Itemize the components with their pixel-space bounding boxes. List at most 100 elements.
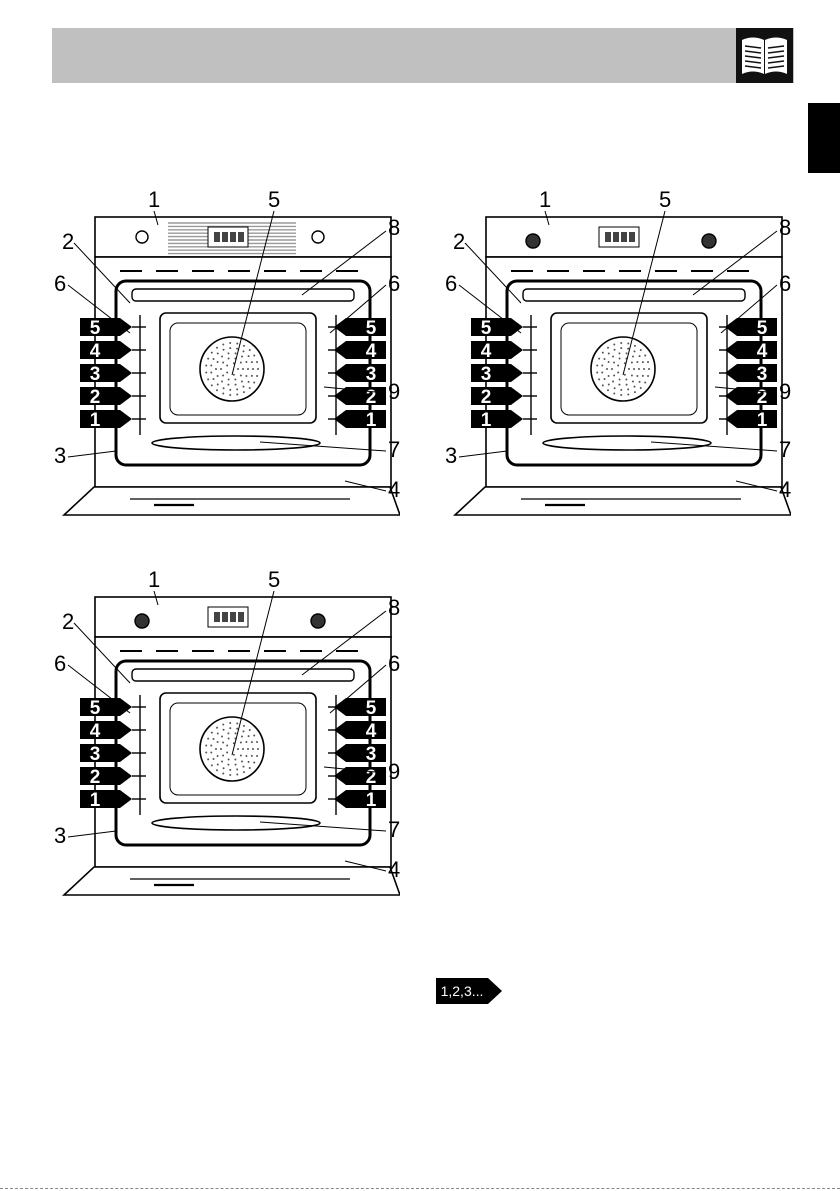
callout-number: 7 [779, 437, 791, 462]
fan-hole [243, 391, 245, 393]
fan-hole [598, 358, 600, 360]
fan-hole [236, 723, 238, 725]
shelf-level-label-left: 1 [481, 410, 492, 431]
shelf-level-label-right: 2 [366, 387, 377, 408]
header-bar [52, 28, 794, 83]
callout-number: 3 [54, 443, 66, 468]
callout-number: 6 [388, 271, 400, 296]
fan-hole [205, 744, 207, 746]
shelf-level-label-right: 1 [366, 790, 377, 811]
shelf-level-label-left: 4 [90, 341, 101, 362]
oven-diagram-1: 54321543211234566789 [50, 185, 400, 520]
shelf-level-label-right: 5 [366, 318, 377, 339]
fan-hole [222, 362, 224, 364]
fan-hole [640, 387, 642, 389]
fan-hole [229, 722, 231, 724]
fan-hole [226, 752, 228, 754]
display-digit [214, 232, 220, 242]
fan-hole [217, 763, 219, 765]
callout-number: 1 [539, 187, 551, 212]
fan-hole [596, 372, 598, 374]
callout-number: 8 [388, 595, 400, 620]
oven-illustration: 54321543211234566789 [50, 185, 400, 520]
fan-hole [613, 392, 615, 394]
fan-hole [608, 361, 610, 363]
shelf-level-label-right: 5 [366, 698, 377, 719]
fan-hole [229, 394, 231, 396]
fan-hole [242, 730, 244, 732]
fan-hole [236, 393, 238, 395]
fan-hole [235, 732, 237, 734]
display-digit [238, 232, 244, 242]
fan-hole [235, 384, 237, 386]
oven-diagram-3: 54321543211234566789 [50, 565, 400, 900]
fan-hole [210, 745, 212, 747]
fan-hole [614, 387, 616, 389]
fan-hole [602, 352, 604, 354]
fan-hole [229, 727, 231, 729]
fan-hole [213, 738, 215, 740]
fan-hole [617, 364, 619, 366]
fan-hole [227, 764, 229, 766]
fan-hole [226, 744, 228, 746]
fan-hole [249, 767, 251, 769]
fan-hole [213, 378, 215, 380]
fan-hole [222, 742, 224, 744]
shelf-level-label-right: 4 [366, 721, 377, 742]
display-digit [621, 232, 627, 242]
fan-hole [237, 368, 239, 370]
fan-hole [223, 349, 225, 351]
fan-hole [228, 358, 230, 360]
fan-hole [241, 355, 243, 357]
fan-hole [242, 748, 244, 750]
fan-hole [216, 347, 218, 349]
fan-hole [210, 371, 212, 373]
fan-hole [241, 735, 243, 737]
fan-hole [247, 748, 249, 750]
fan-hole [222, 724, 224, 726]
fan-hole [256, 755, 258, 757]
fan-hole [205, 372, 207, 374]
fan-hole [221, 355, 223, 357]
fan-hole [223, 729, 225, 731]
display-digit [629, 232, 635, 242]
shelf-level-label-right: 5 [757, 318, 768, 339]
fan-cover [591, 337, 655, 401]
fan-hole [228, 758, 230, 760]
callout-number: 7 [388, 817, 400, 842]
fan-hole [217, 741, 219, 743]
display-digit [238, 612, 244, 622]
fan-hole [619, 378, 621, 380]
fan-hole [249, 387, 251, 389]
shelf-level-label-left: 5 [481, 318, 492, 339]
fan-hole [242, 386, 244, 388]
fan-hole [211, 732, 213, 734]
callout-number: 4 [388, 477, 400, 502]
shelf-level-label-left: 2 [481, 387, 492, 408]
fan-hole [236, 348, 238, 350]
fan-cover [200, 337, 264, 401]
display-digit [613, 232, 619, 242]
fan-hole [632, 381, 634, 383]
fan-hole [217, 353, 219, 355]
fan-hole [633, 350, 635, 352]
fan-hole [227, 352, 229, 354]
fan-hole [211, 384, 213, 386]
fan-hole [253, 382, 255, 384]
fan-hole [245, 361, 247, 363]
fan-hole [633, 386, 635, 388]
display-digit [605, 232, 611, 242]
fan-hole [242, 766, 244, 768]
open-book-icon [736, 28, 793, 83]
fan-hole [243, 725, 245, 727]
callout-number: 9 [388, 379, 400, 404]
fan-hole [245, 375, 247, 377]
fan-hole [241, 381, 243, 383]
fan-hole [612, 355, 614, 357]
fan-hole [620, 347, 622, 349]
fan-hole [644, 354, 646, 356]
fan-hole [243, 345, 245, 347]
shelf-level-label-left: 3 [481, 364, 492, 385]
footer-divider [0, 1188, 840, 1189]
fan-hole [236, 388, 238, 390]
